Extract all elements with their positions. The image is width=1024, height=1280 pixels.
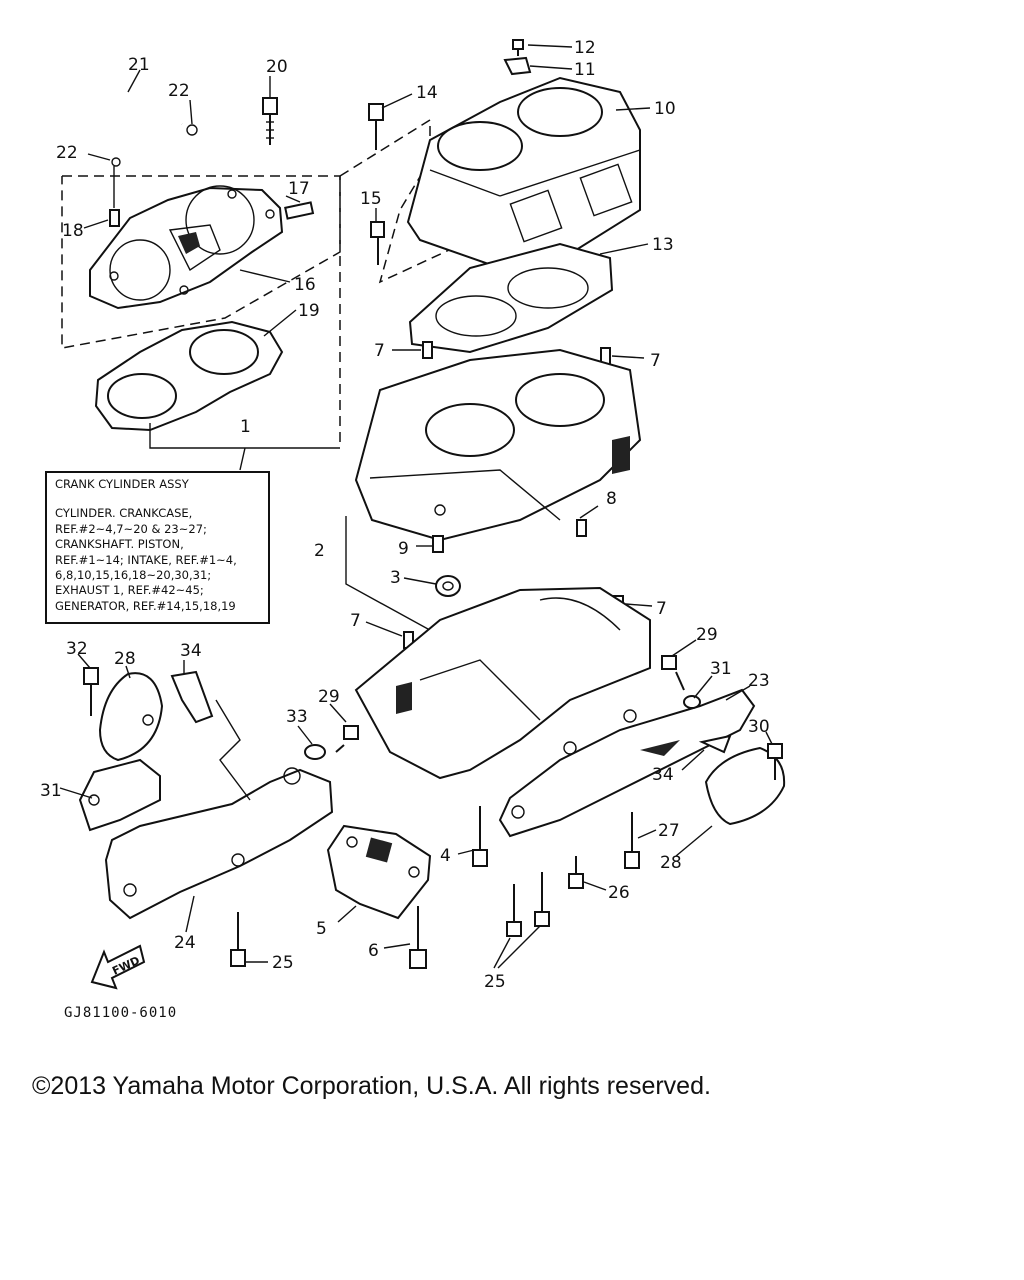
mount-damper-part-28-right bbox=[704, 746, 786, 826]
callout-9: 9 bbox=[398, 539, 409, 559]
callout-29b: 29 bbox=[696, 625, 718, 645]
dowel-part-9 bbox=[432, 535, 444, 553]
clip-part-11 bbox=[503, 56, 532, 76]
bolt-part-30 bbox=[767, 743, 783, 780]
pin-part-17 bbox=[284, 201, 315, 220]
callout-17: 17 bbox=[288, 179, 310, 199]
bolt-part-4 bbox=[472, 806, 488, 867]
bracket-part-34-right bbox=[698, 734, 732, 754]
callout-22a: 22 bbox=[168, 81, 190, 101]
cylinder-block-part bbox=[354, 348, 642, 542]
intake-group-outline bbox=[61, 175, 341, 349]
callout-15: 15 bbox=[360, 189, 382, 209]
info-box-line: REF.#1~14; INTAKE, REF.#1~4, bbox=[55, 552, 237, 567]
leader-lines bbox=[59, 44, 773, 969]
bolt-part-29-left bbox=[335, 725, 359, 753]
callout-8: 8 bbox=[606, 489, 617, 509]
callout-34b: 34 bbox=[652, 765, 674, 785]
callout-10: 10 bbox=[654, 99, 676, 119]
callout-21: 21 bbox=[128, 55, 150, 75]
callout-13: 13 bbox=[652, 235, 674, 255]
callout-28b: 28 bbox=[660, 853, 682, 873]
bolt-part-32 bbox=[83, 667, 99, 716]
bolt-part-15 bbox=[370, 221, 385, 265]
callout-31b: 31 bbox=[710, 659, 732, 679]
callout-12: 12 bbox=[574, 38, 596, 58]
bearing-part-3 bbox=[435, 575, 461, 597]
dowel-part-7-upper-left bbox=[422, 341, 433, 359]
callout-7d: 7 bbox=[656, 599, 667, 619]
bolt-part-25-right-b bbox=[534, 872, 550, 927]
callout-26: 26 bbox=[608, 883, 630, 903]
callout-33: 33 bbox=[286, 707, 308, 727]
callout-20: 20 bbox=[266, 57, 288, 77]
mount-damper-part-28-left bbox=[98, 672, 164, 762]
engine-bed-part-24 bbox=[104, 699, 334, 920]
callout-23: 23 bbox=[748, 671, 770, 691]
bolt-part-20 bbox=[262, 97, 278, 145]
info-box-line: CRANKSHAFT. PISTON, bbox=[55, 537, 184, 552]
assembly-info-box: CRANK CYLINDER ASSY CYLINDER. CRANKCASE,… bbox=[45, 471, 270, 624]
info-box-title: CRANK CYLINDER ASSY bbox=[55, 477, 189, 491]
washer-part-31-left bbox=[78, 758, 161, 832]
washer-part-33 bbox=[304, 744, 326, 760]
bracket-part-34-left bbox=[170, 670, 214, 724]
engine-bed-part-23 bbox=[498, 688, 756, 838]
diagram-code: GJ81100-6010 bbox=[64, 1005, 177, 1021]
dowel-part-8 bbox=[576, 519, 587, 537]
intake-plate-part-16 bbox=[89, 185, 284, 310]
callout-2: 2 bbox=[314, 541, 325, 561]
info-box-line: REF.#2~4,7~20 & 23~27; bbox=[55, 521, 207, 536]
callout-30: 30 bbox=[748, 717, 770, 737]
gasket-part-13 bbox=[408, 242, 614, 354]
copyright-notice: ©2013 Yamaha Motor Corporation, U.S.A. A… bbox=[32, 1072, 711, 1100]
bolt-part-27 bbox=[624, 812, 640, 869]
bolt-part-25-right-a bbox=[506, 884, 522, 937]
callout-11: 11 bbox=[574, 60, 596, 80]
washer-part-31-right bbox=[683, 695, 701, 709]
clip-part-22 bbox=[111, 124, 198, 167]
exploded-parts-diagram: FWD bbox=[40, 38, 786, 1021]
callout-25a: 25 bbox=[272, 953, 294, 973]
info-box-line: EXHAUST 1, REF.#42~45; bbox=[55, 583, 204, 598]
callout-6: 6 bbox=[368, 941, 379, 961]
callout-27: 27 bbox=[658, 821, 680, 841]
callout-7a: 7 bbox=[374, 341, 385, 361]
callout-31a: 31 bbox=[40, 781, 62, 801]
callout-29a: 29 bbox=[318, 687, 340, 707]
bolt-part-14 bbox=[368, 103, 384, 150]
cylinder-head-part-10 bbox=[406, 76, 641, 270]
fwd-arrow-icon: FWD bbox=[90, 944, 146, 990]
callout-32: 32 bbox=[66, 639, 88, 659]
bolt-part-26 bbox=[568, 856, 584, 889]
mount-part-5 bbox=[326, 824, 432, 920]
callout-7c: 7 bbox=[350, 611, 361, 631]
info-box-line: GENERATOR, REF.#14,15,18,19 bbox=[55, 598, 236, 613]
callout-16: 16 bbox=[294, 275, 316, 295]
bolt-part-12 bbox=[512, 39, 524, 56]
bolt-part-29-right bbox=[661, 655, 685, 691]
callout-5: 5 bbox=[316, 919, 327, 939]
gasket-part-19 bbox=[94, 320, 284, 432]
callout-24: 24 bbox=[174, 933, 196, 953]
hose-part-21 bbox=[106, 89, 184, 150]
callout-18: 18 bbox=[62, 221, 84, 241]
callout-28a: 28 bbox=[114, 649, 136, 669]
callout-14: 14 bbox=[416, 83, 438, 103]
callout-19: 19 bbox=[298, 301, 320, 321]
callout-1: 1 bbox=[240, 417, 251, 437]
callout-4: 4 bbox=[440, 846, 451, 866]
callout-25b: 25 bbox=[484, 972, 506, 992]
info-box-line: 6,8,10,15,16,18~20,30,31; bbox=[55, 568, 212, 583]
callout-3: 3 bbox=[390, 568, 401, 588]
bolt-part-25-left bbox=[230, 912, 246, 967]
lower-crankcase-part bbox=[354, 586, 651, 780]
dowel-part-18 bbox=[109, 209, 120, 227]
callout-34a: 34 bbox=[180, 641, 202, 661]
bolt-part-6 bbox=[409, 906, 427, 969]
callout-numbers: 1 2 3 4 5 6 7 7 7 7 8 9 10 11 12 13 14 1… bbox=[40, 38, 770, 992]
callout-22b: 22 bbox=[56, 143, 78, 163]
callout-7b: 7 bbox=[650, 351, 661, 371]
info-box-line: CYLINDER. CRANKCASE, bbox=[55, 506, 193, 521]
